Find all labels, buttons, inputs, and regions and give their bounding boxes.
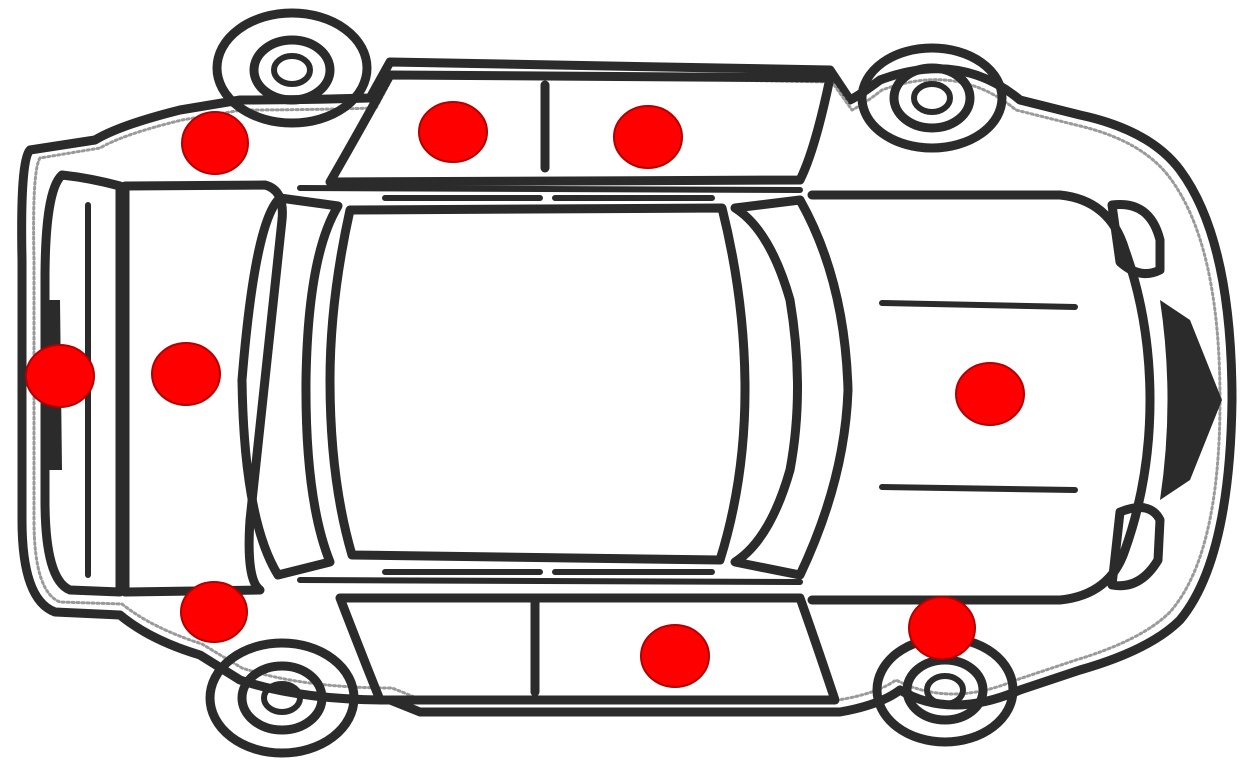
car-outline [17,57,1237,717]
rear-window-outline [237,193,343,580]
rear-bumper-frame [40,170,125,597]
trunk-lid-outline [120,180,287,597]
right-sill-lower [297,577,803,585]
front-grille [1160,300,1222,500]
damage-marker-right-front-door[interactable] [640,624,710,688]
damage-marker-front-right-fender[interactable] [908,596,976,660]
damage-marker-rear-bumper[interactable] [25,344,95,408]
damage-marker-rear-right-corner[interactable] [180,581,248,643]
damage-markers [25,101,1025,688]
left-sill-upper [297,185,803,193]
damage-marker-left-front-door[interactable] [613,105,683,169]
damage-marker-left-rear-door[interactable] [418,101,488,163]
front-headlight-bottom [1107,503,1165,591]
damage-marker-hood[interactable] [955,362,1025,426]
damage-marker-trunk-lid[interactable] [151,342,221,406]
windshield-outline [730,195,853,580]
wheel-rear-left [212,8,372,128]
damage-marker-rear-left-corner[interactable] [181,111,249,175]
front-headlight-top [1107,199,1165,279]
left-doors-panel [325,70,835,187]
wheel-front-left [857,43,1007,153]
wheel-rear-right [205,638,359,758]
right-doors-panel [335,593,840,705]
car-body-outline [17,57,1237,717]
roof-outline [325,203,750,565]
car-body-outline-grain [32,72,1222,702]
hood-line-bottom [879,484,1078,493]
hood-line-top [879,300,1078,310]
wheels [205,8,1018,758]
